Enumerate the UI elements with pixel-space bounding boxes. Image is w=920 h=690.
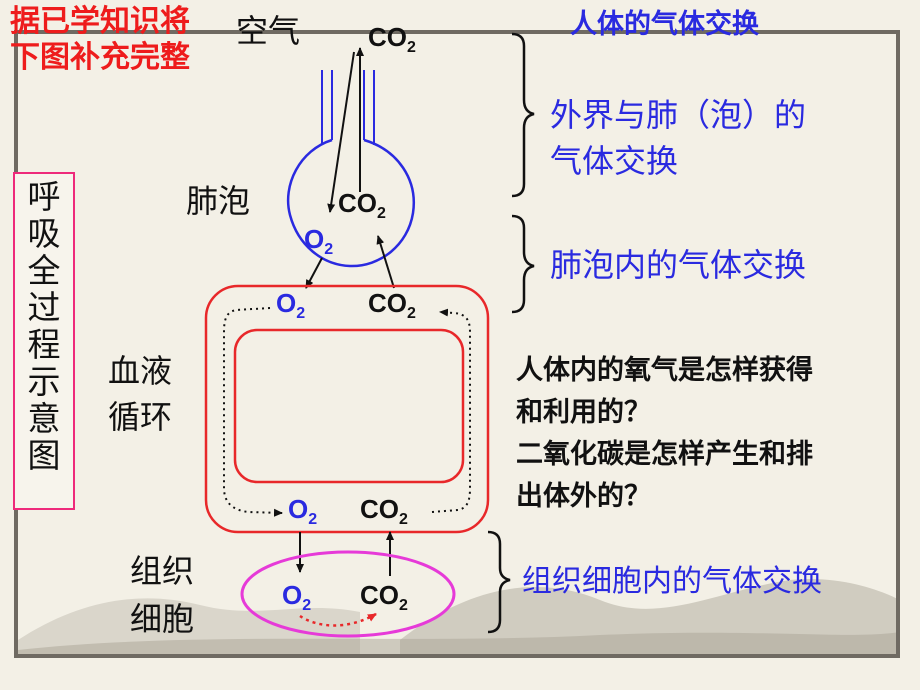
co2-alveolus: CO2: [338, 188, 386, 223]
stage-alveolar: 肺泡内的气体交换: [550, 246, 807, 284]
stage-external-line2: 气体交换: [550, 142, 679, 180]
label-alveolus: 肺泡: [186, 182, 251, 220]
question-1-line2: 和利用的？: [516, 397, 651, 428]
o2-alveolus: O2: [304, 224, 334, 259]
arrow-co2-to-alveolus: [376, 235, 395, 289]
circulation-inner-loop: [233, 328, 465, 484]
label-tissue-1: 组织: [130, 552, 195, 590]
o2-blood-bottom: O2: [288, 494, 318, 529]
stage-external-line1: 外界与肺（泡）的: [550, 96, 807, 134]
dotted-flow-left: [223, 307, 283, 517]
alveolus-outline: [286, 138, 416, 268]
co2-tissue: CO2: [360, 580, 408, 615]
top-title: 人体的气体交换: [570, 9, 759, 40]
circulation-outer-loop: [204, 284, 490, 534]
o2-blood-top: O2: [276, 288, 306, 323]
arrow-o2-to-co2-in-cell: [299, 612, 377, 627]
side-label: 呼吸全过程示意图: [27, 177, 61, 475]
label-blood-1: 血液: [108, 352, 173, 390]
label-tissue-2: 细胞: [130, 600, 195, 638]
co2-air: CO2: [368, 22, 416, 57]
label-air: 空气: [236, 12, 301, 50]
question-1-line1: 人体内的氧气是怎样获得: [516, 355, 813, 386]
co2-blood-bottom: CO2: [360, 494, 408, 529]
o2-tissue: O2: [282, 580, 312, 615]
corner-title: 据已学知识将下图补充完整: [10, 4, 190, 75]
tissue-cell-outline: [240, 550, 456, 638]
arrow-air-in: [327, 51, 355, 213]
co2-blood-top: CO2: [368, 288, 416, 323]
side-label-box: 呼吸全过程示意图: [13, 172, 75, 510]
question-2-line2: 出体外的？: [516, 481, 651, 512]
question-2-line1: 二氧化碳是怎样产生和排: [516, 439, 813, 470]
trachea: [321, 70, 375, 145]
stage-tissue: 组织细胞内的气体交换: [522, 564, 822, 599]
label-blood-2: 循环: [108, 398, 173, 436]
brace-tissue: [487, 530, 511, 634]
brace-external: [511, 32, 535, 198]
arrow-o2-to-blood: [305, 257, 323, 289]
brace-alveolar: [511, 214, 535, 314]
